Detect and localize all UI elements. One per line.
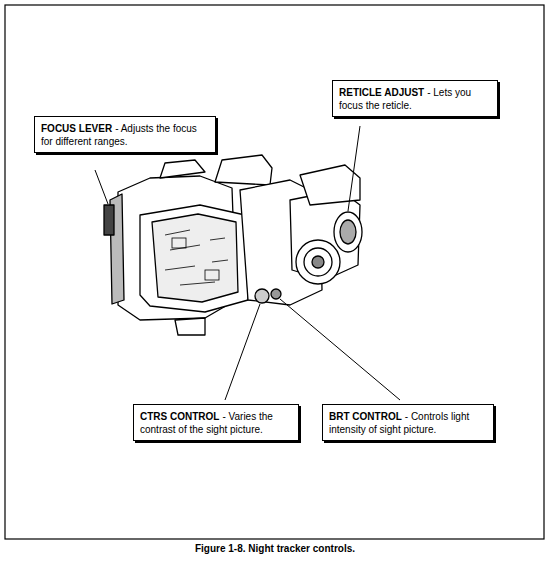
focus-lever bbox=[104, 205, 114, 235]
ctrs-knob bbox=[255, 289, 269, 303]
figure-frame bbox=[5, 5, 544, 539]
callout-box: CTRS CONTROL- Varies the contrast of the… bbox=[133, 404, 299, 441]
figure-caption: Figure 1-8. Night tracker controls. bbox=[0, 543, 550, 554]
brt-knob bbox=[271, 289, 281, 299]
control-name: CTRS CONTROL bbox=[140, 411, 219, 422]
callout-box: RETICLE ADJUST- Lets you focus the retic… bbox=[332, 80, 498, 117]
callout-box: FOCUS LEVER- Adjusts the focus for diffe… bbox=[34, 116, 216, 153]
control-name: FOCUS LEVER bbox=[41, 123, 112, 134]
control-name: RETICLE ADJUST bbox=[339, 87, 424, 98]
callout-box: BRT CONTROL- Controls light intensity of… bbox=[322, 404, 494, 441]
control-name: BRT CONTROL bbox=[329, 411, 402, 422]
reticle-knob bbox=[334, 212, 362, 252]
leader-lines bbox=[95, 126, 400, 400]
face-details bbox=[165, 230, 228, 285]
tracker-body bbox=[104, 155, 362, 335]
